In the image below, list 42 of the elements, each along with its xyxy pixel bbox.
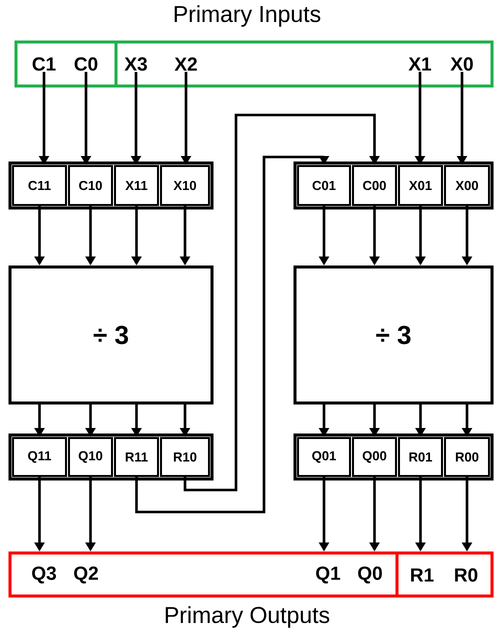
register-cell: X11 — [114, 165, 159, 206]
register-cell: R01 — [398, 437, 443, 477]
signal-label: R1 — [411, 568, 434, 582]
signal-label: X0 — [450, 57, 473, 71]
input-bus-box — [114, 40, 494, 88]
signal-label: R0 — [455, 568, 478, 582]
divider-block: ÷ 3 — [8, 266, 214, 404]
register-cell: C11 — [12, 165, 67, 206]
signal-label: Q3 — [32, 566, 56, 584]
wire — [184, 114, 380, 492]
register-cell: R10 — [160, 437, 210, 477]
signal-label: C1 — [32, 57, 56, 71]
heading: Primary Outputs — [166, 606, 330, 628]
register-cell: Q00 — [352, 437, 397, 477]
heading: Primary Inputs — [174, 5, 320, 27]
register-cell: Q11 — [12, 437, 67, 477]
signal-label: C0 — [74, 57, 98, 71]
signal-label: Q1 — [316, 566, 340, 584]
register-box — [294, 162, 494, 210]
output-bus-box — [8, 552, 398, 598]
input-bus-box — [14, 40, 118, 88]
signal-label: Q2 — [74, 566, 98, 584]
register-box — [8, 162, 214, 210]
divider-block: ÷ 3 — [294, 266, 494, 404]
output-bus-box — [396, 552, 494, 598]
register-cell: X00 — [444, 165, 490, 206]
register-cell: Q01 — [297, 437, 351, 477]
register-box — [8, 434, 214, 480]
register-cell: R11 — [114, 437, 159, 477]
signal-label: X1 — [408, 57, 432, 71]
register-cell: X10 — [160, 165, 210, 206]
register-cell: C00 — [352, 165, 397, 206]
signal-label: Q0 — [358, 566, 382, 584]
register-cell: C01 — [297, 165, 351, 206]
register-cell: R00 — [444, 437, 490, 477]
signal-label: X2 — [174, 57, 197, 71]
wire — [135, 155, 330, 514]
signal-label: X3 — [124, 57, 147, 71]
register-cell: C10 — [68, 165, 113, 206]
register-box — [294, 434, 494, 480]
register-cell: Q10 — [68, 437, 113, 477]
register-cell: X01 — [398, 165, 443, 206]
